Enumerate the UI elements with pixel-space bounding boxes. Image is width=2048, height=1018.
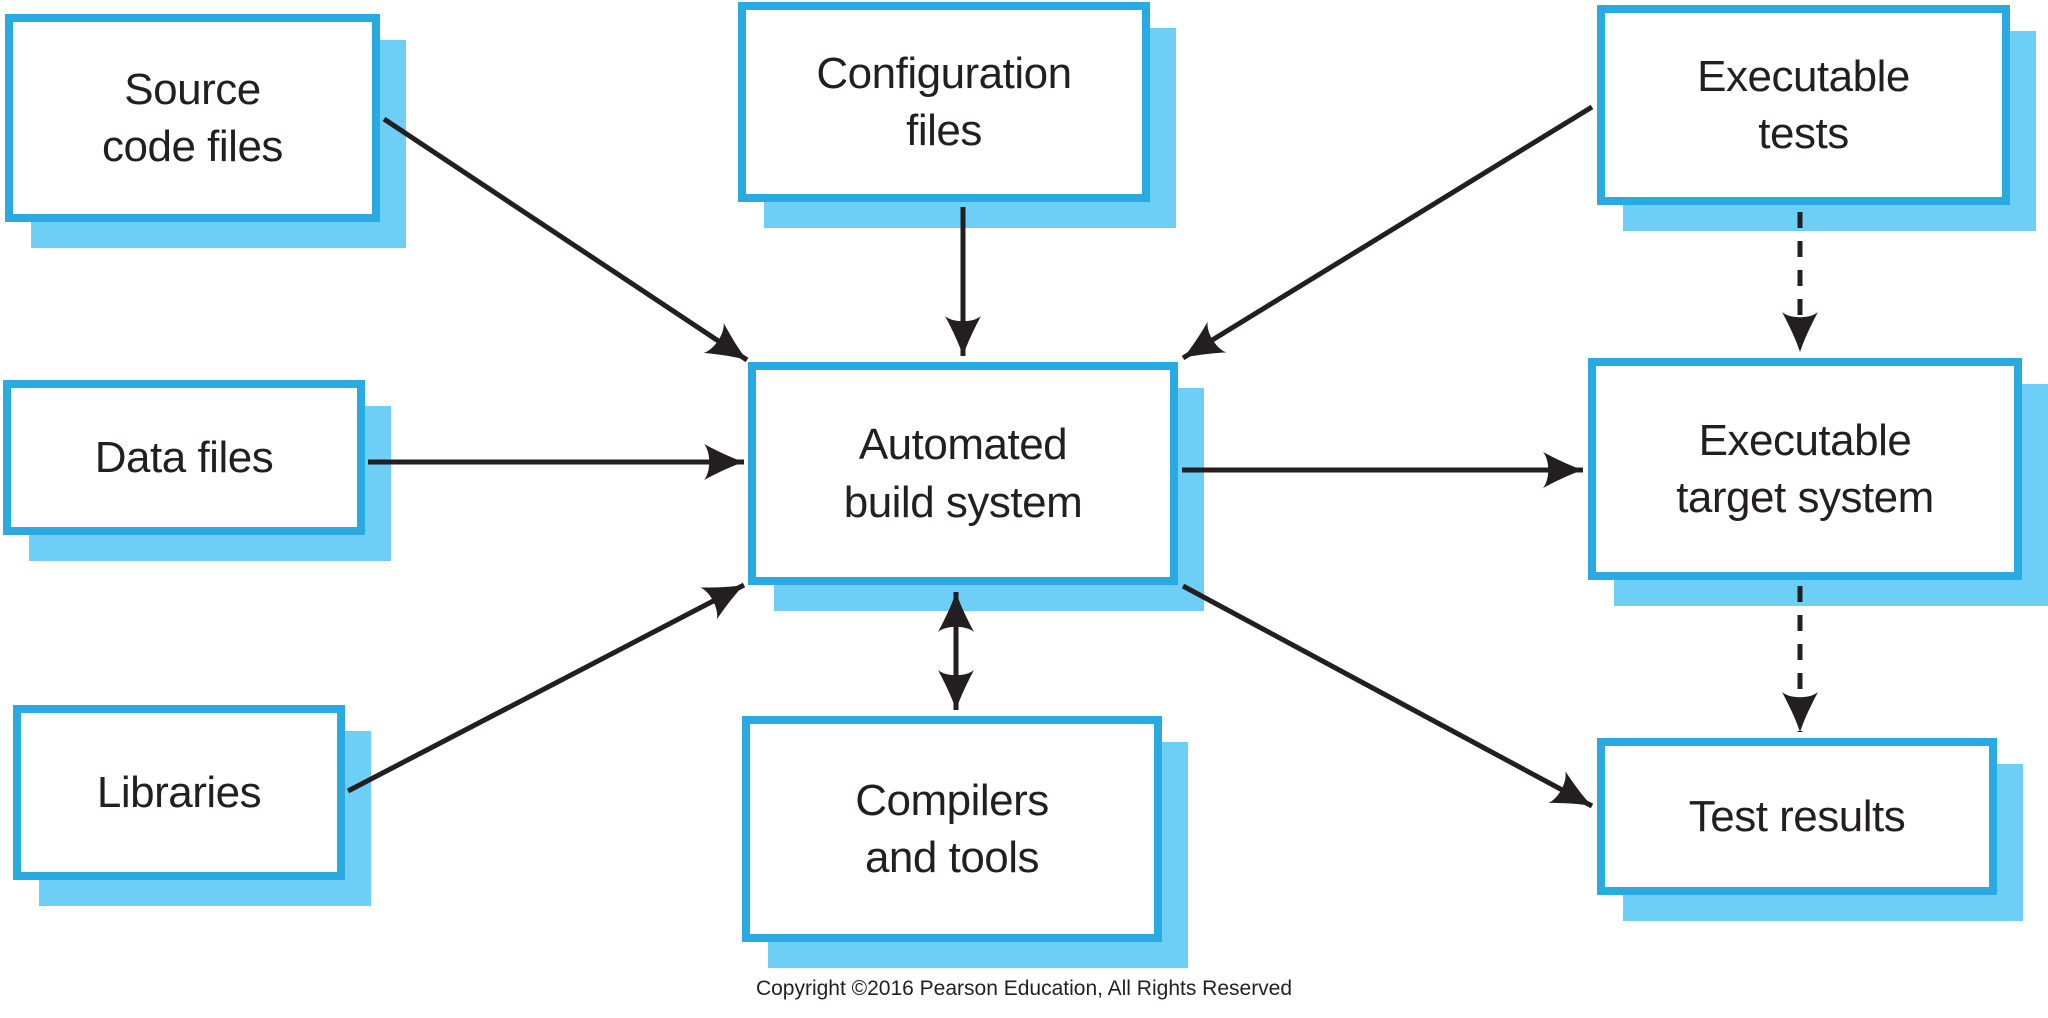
node-test-results-label: Test results: [1688, 791, 1906, 841]
node-compilers-and-tools-label: Compilers and tools: [855, 775, 1049, 882]
node-test-results: Test results: [1597, 738, 1997, 895]
node-executable-tests-label: Executable tests: [1697, 51, 1910, 158]
arrow-source-code-files-to-build-system: [382, 116, 749, 363]
copyright-text: Copyright ©2016 Pearson Education, All R…: [755, 977, 1293, 1000]
node-data-files-label: Data files: [94, 432, 274, 482]
node-compilers-and-tools: Compilers and tools: [742, 716, 1162, 942]
node-executable-target-system-label: Executable target system: [1676, 415, 1934, 522]
node-executable-target-system: Executable target system: [1588, 358, 2022, 580]
node-data-files: Data files: [3, 380, 365, 535]
arrow-libraries-to-build-system: [346, 582, 746, 794]
node-libraries: Libraries: [13, 705, 345, 880]
arrow-build-system-to-test-results: [1181, 583, 1594, 809]
node-executable-tests: Executable tests: [1597, 5, 2010, 205]
node-automated-build-system-label: Automated build system: [843, 420, 1083, 527]
node-automated-build-system: Automated build system: [748, 362, 1178, 585]
node-source-code-files: Source code files: [5, 14, 380, 222]
arrow-executable-tests-to-build-system: [1181, 104, 1594, 361]
node-source-code-files-label: Source code files: [102, 64, 283, 171]
node-configuration-files-label: Configuration files: [816, 48, 1072, 155]
node-libraries-label: Libraries: [96, 767, 262, 817]
node-configuration-files: Configuration files: [738, 2, 1150, 202]
